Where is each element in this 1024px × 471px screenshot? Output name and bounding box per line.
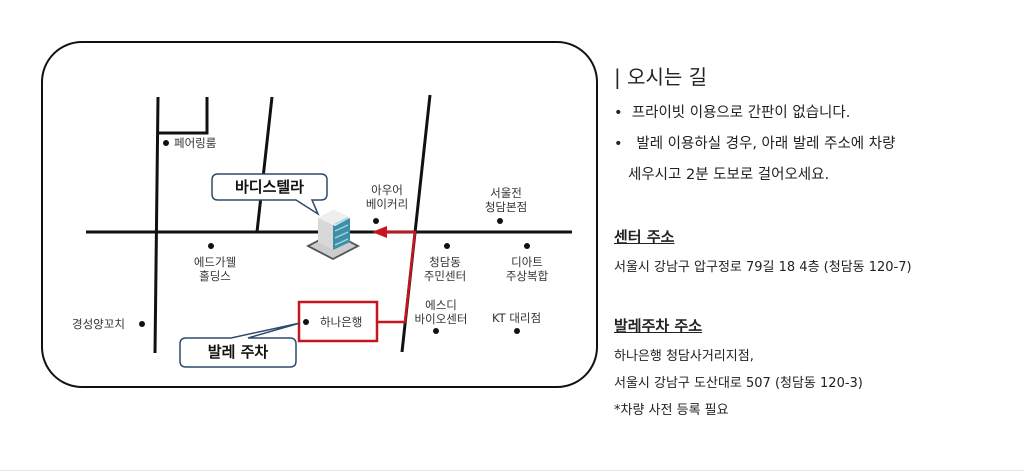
callout-valet: 발레 주차 xyxy=(207,343,269,361)
center-address-heading: 센터 주소 xyxy=(614,228,675,246)
bullet-2-cont: 세우시고 2분 도보로 걸어오세요. xyxy=(628,167,830,183)
hana-bank-box xyxy=(297,300,379,343)
arrow-icon xyxy=(372,226,387,238)
walking-route xyxy=(297,226,417,343)
place-hana-bank: 하나은행 xyxy=(320,315,363,329)
place-skewer: 경성양꼬치 xyxy=(72,317,125,331)
road-left xyxy=(153,96,160,354)
map-frame xyxy=(41,41,598,388)
directions-title: | 오시는 길 xyxy=(614,65,708,89)
valet-address-heading: 발레주차 주소 xyxy=(614,317,703,335)
callout-shapes xyxy=(179,173,328,368)
center-address: 서울시 강남구 압구정로 79길 18 4층 (청담동 120-7) xyxy=(614,260,912,275)
road-small xyxy=(158,97,209,135)
place-dots xyxy=(139,140,530,334)
valet-note: *차량 사전 등록 필요 xyxy=(614,403,729,418)
bullet-1: • 프라이빗 이용으로 간판이 없습니다. xyxy=(614,105,851,121)
valet-line-2: 서울시 강남구 도산대로 507 (청담동 120-3) xyxy=(614,376,863,391)
place-pairing-room: 페어링룸 xyxy=(174,136,217,150)
road-diagonal xyxy=(255,96,274,233)
bullet-2: • 발레 이용하실 경우, 아래 발레 주소에 차량 xyxy=(614,136,896,152)
valet-line-1: 하나은행 청담사거리지점, xyxy=(614,349,754,364)
place-kt: KT 대리점 xyxy=(492,311,542,325)
callout-center: 바디스텔라 xyxy=(234,178,304,196)
building-icon xyxy=(306,210,360,260)
